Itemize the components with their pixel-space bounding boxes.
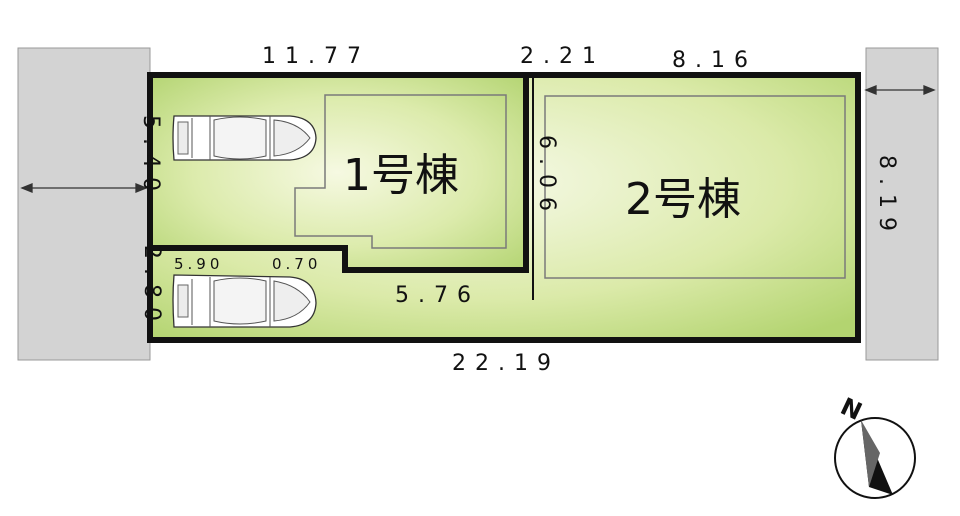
road-right [865,47,939,361]
building-1-outline [294,94,507,249]
dimension-inner-small-b: 0.70 [272,255,321,273]
dimension-left-lower: 2.80 [139,245,164,330]
dimension-left-upper: 5.40 [138,115,163,200]
dimension-inner-step: 5.76 [395,283,480,308]
dimension-top-right: 8.16 [672,48,757,73]
lot-1-area [150,75,524,270]
dimension-inner-small-a: 5.90 [174,255,223,273]
building-1-label: 1号棟 [343,150,459,201]
dimension-right: 8.19 [874,155,899,240]
lot-divider [150,75,529,273]
road-left [17,47,151,361]
dimension-top-middle: 2.21 [520,44,605,69]
car-icon [172,274,317,328]
dimension-building-2-side: 6.06 [534,135,559,220]
road-left-arrow [20,183,148,193]
building-2-label: 2号棟 [625,174,741,225]
lot-outline [147,72,861,343]
car-icon [172,115,317,161]
north-arrow-icon: N [834,392,916,499]
dimension-top-left: 11.77 [262,44,370,69]
road-right-arrow [864,85,936,95]
building-2-outline [544,95,846,279]
dimension-bottom: 22.19 [452,351,560,376]
